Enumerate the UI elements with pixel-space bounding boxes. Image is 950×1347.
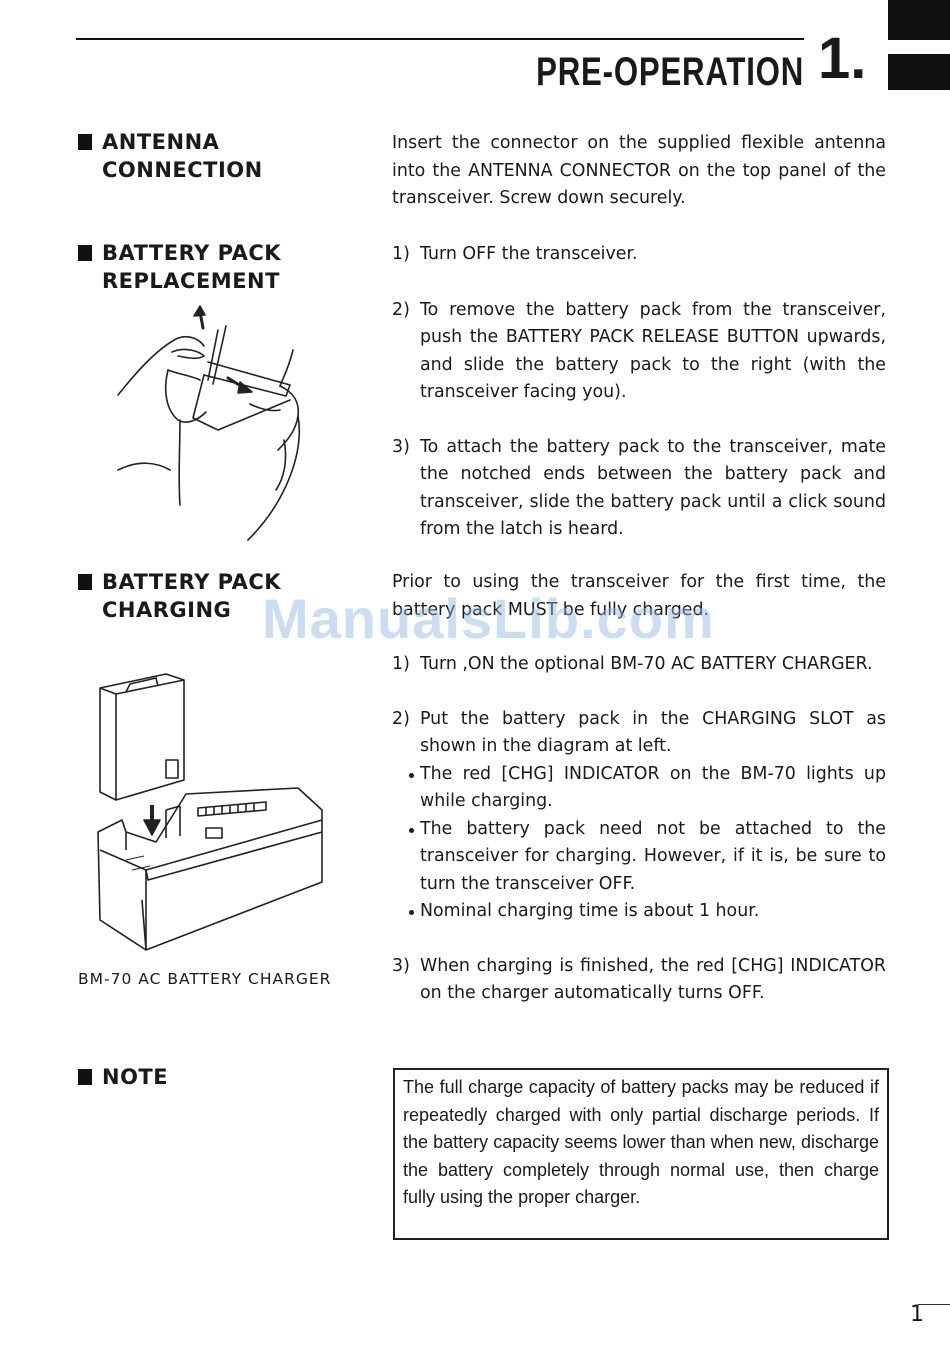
battery-charging-text: Prior to using the transceiver for the f… [392,569,886,1008]
square-bullet-icon [78,245,92,261]
charging-intro: Prior to using the transceiver for the f… [392,572,886,620]
watermark: ManualsLib.com [262,587,715,650]
chapter-tab-marker [888,0,950,40]
page-number-rule [918,1304,950,1305]
list-item: The red [CHG] INDICATOR on the BM-70 lig… [406,761,886,816]
page-number: 1 [910,1302,924,1327]
section-heading-battery-charging: BATTERY PACK CHARGING [78,568,378,624]
chapter-tab-marker [888,54,950,90]
note-box: The full charge capacity of battery pack… [393,1068,889,1240]
list-item: 1) Turn OFF the transceiver. [392,244,638,264]
note-text: The full charge capacity of battery pack… [403,1077,879,1207]
square-bullet-icon [78,134,92,150]
section-heading-battery-replacement: BATTERY PACK REPLACEMENT [78,239,378,295]
list-item: Nominal charging time is about 1 hour. [406,898,886,926]
battery-removal-illustration [117,305,300,541]
square-bullet-icon [78,574,92,590]
charger-illustration [97,673,323,951]
list-item: 2) To remove the battery pack from the t… [392,299,886,403]
section-heading-antenna: ANTENNA CONNECTION [78,128,378,184]
figure-caption: BM-70 AC BATTERY CHARGER [78,970,332,988]
list-item: The battery pack need not be attached to… [406,816,886,899]
page-title: PRE-OPERATION [536,50,804,94]
list-item: 3) When charging is finished, the red [C… [392,955,886,1004]
header-rule [76,38,804,40]
list-item: 2) Put the battery pack in the CHARGING … [392,708,886,757]
section-heading-note: NOTE [78,1063,378,1091]
antenna-paragraph: Insert the connector on the supplied fle… [392,133,886,208]
battery-replacement-steps: 1) Turn OFF the transceiver. 2) To remov… [392,241,886,544]
chapter-number: 1. [818,26,867,91]
list-item: 3) To attach the battery pack to the tra… [392,436,886,540]
square-bullet-icon [78,1069,92,1085]
list-item: 1) Turn ,ON the optional BM-70 AC BATTER… [392,654,873,674]
